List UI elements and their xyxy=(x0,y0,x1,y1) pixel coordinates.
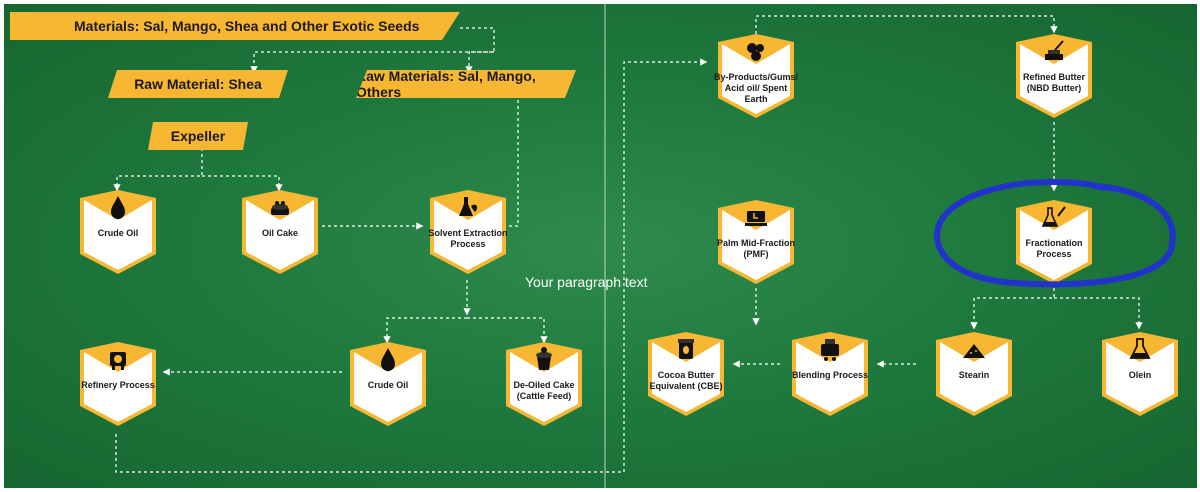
node-label: Palm Mid-Fraction (PMF) xyxy=(716,238,795,259)
blending-machine-icon xyxy=(821,339,839,361)
node-blending-process: Blending Process xyxy=(784,332,876,416)
node-label: Oil Cake xyxy=(261,228,299,238)
node-fractionation-process: Fractionation Process xyxy=(1008,200,1100,284)
node-label: Refined Butter (NBD Butter) xyxy=(1022,72,1085,93)
node-label: Blending Process xyxy=(791,370,869,380)
node-stearin: Stearin xyxy=(928,332,1020,416)
flask-dropper-icon xyxy=(1041,206,1066,227)
node-label: Fractionation Process xyxy=(1025,238,1083,259)
node-label: Olein xyxy=(1128,370,1152,380)
node-solvent-extraction: Solvent Extraction Process xyxy=(422,190,514,274)
cocoa-jar-icon xyxy=(678,339,694,359)
node-olein: Olein xyxy=(1094,332,1186,416)
node-by-products: By-Products/Gums/ Acid oil/ Spent Earth xyxy=(710,34,802,118)
page-divider xyxy=(604,4,606,488)
flowchart-canvas: Materials: Sal, Mango, Shea and Other Ex… xyxy=(4,4,1197,488)
oil-drop-icon xyxy=(381,348,395,371)
node-crude-oil-1: Crude Oil xyxy=(72,190,164,274)
node-cocoa-butter-equivalent: Cocoa Butter Equivalent (CBE) xyxy=(640,332,732,416)
cattle-feed-icon xyxy=(536,347,552,370)
banner-raw-materials-others: Raw Materials: Sal, Mango, Others xyxy=(356,70,576,98)
node-refinery-process: Refinery Process xyxy=(72,342,164,426)
node-label: Crude Oil xyxy=(97,228,139,238)
node-crude-oil-2: Crude Oil xyxy=(342,342,434,426)
node-label: Refinery Process xyxy=(81,380,155,390)
oil-cake-icon xyxy=(271,201,289,215)
flask-leaf-icon xyxy=(459,197,478,216)
byproducts-icon xyxy=(747,43,764,61)
node-label: Stearin xyxy=(958,370,990,380)
node-oil-cake: Oil Cake xyxy=(234,190,326,274)
stearin-pile-icon xyxy=(963,344,985,358)
palm-fraction-icon xyxy=(745,211,767,226)
node-label: De-Oiled Cake (Cattle Feed) xyxy=(513,380,575,401)
oil-drop-icon xyxy=(111,196,125,219)
node-label: By-Products/Gums/ Acid oil/ Spent Earth xyxy=(714,72,799,104)
refinery-machine-icon xyxy=(110,352,126,370)
node-palm-mid-fraction: Palm Mid-Fraction (PMF) xyxy=(710,200,802,284)
node-label: Cocoa Butter Equivalent (CBE) xyxy=(649,370,723,391)
paragraph-text[interactable]: Your paragraph text xyxy=(525,274,648,290)
banner-materials: Materials: Sal, Mango, Shea and Other Ex… xyxy=(10,12,460,40)
banner-raw-material-shea: Raw Material: Shea xyxy=(108,70,288,98)
olein-flask-icon xyxy=(1129,338,1151,359)
butter-knife-icon xyxy=(1045,40,1064,60)
node-de-oiled-cake: De-Oiled Cake (Cattle Feed) xyxy=(498,342,590,426)
node-label: Crude Oil xyxy=(367,380,409,390)
node-label: Solvent Extraction Process xyxy=(428,228,508,249)
node-refined-butter: Refined Butter (NBD Butter) xyxy=(1008,34,1100,118)
banner-expeller: Expeller xyxy=(148,122,248,150)
